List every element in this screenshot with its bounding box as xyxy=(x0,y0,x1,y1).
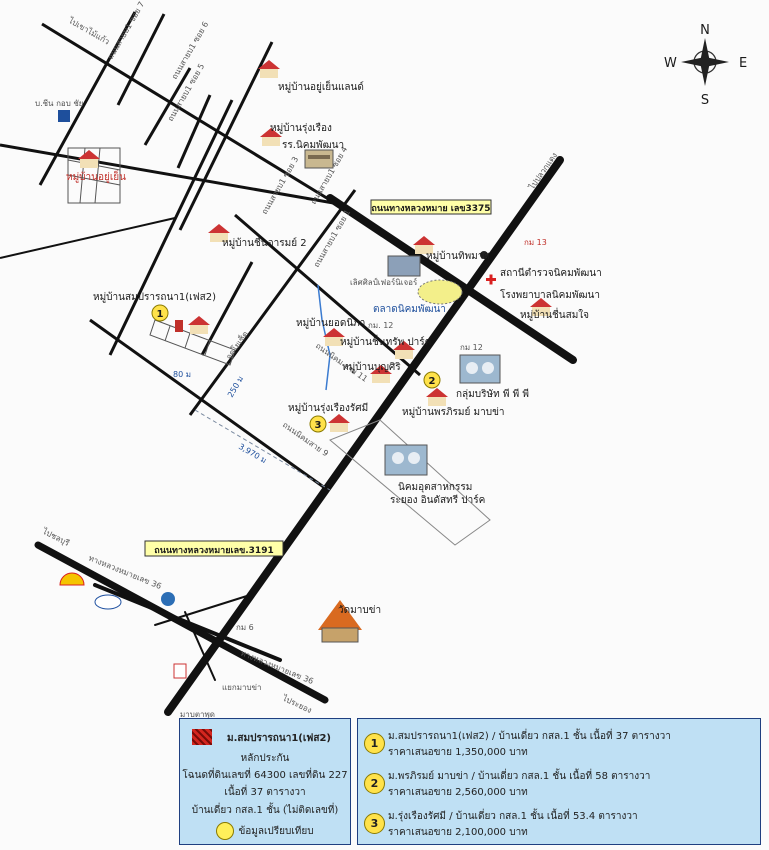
label-bachin: บ.ชีน กอบ ชัย xyxy=(35,99,83,108)
minor-roads xyxy=(0,11,421,490)
marker-km13: กม 13 xyxy=(524,238,547,247)
label-industrial-2: ระยอง อินดัสทรี ปาร์ค xyxy=(390,494,485,506)
legend-num-1: 1 xyxy=(364,733,385,754)
subject-line5: บ้านเดี่ยว กสล.1 ชั้น (ไม่ติดเลขที่) xyxy=(191,805,339,816)
legend-num-3: 3 xyxy=(364,813,385,834)
legend-row-3-line2: ราคาเสนอขาย 2,100,000 บาท xyxy=(388,827,528,838)
label-temple: วัดมาบข่า xyxy=(338,605,381,616)
gas-station-icon xyxy=(173,663,187,679)
comparable-marker-1: 1 xyxy=(151,304,169,322)
label-market: ตลาดนิคมพัฒนา xyxy=(373,304,446,315)
label-police: สถานีตำรวจนิคมพัฒนา xyxy=(500,267,602,279)
road-3375-label: ถนนทางหลวงหมาย เลข3375 xyxy=(371,204,490,214)
legend-num-2: 2 xyxy=(364,773,385,794)
label-soi3: ถนนสายบ1 ซอย 3 xyxy=(260,155,300,216)
subject-legend-box: ม.สมปรารถนา1(เฟส2) หลักประกัน โฉนดที่ดิน… xyxy=(179,718,351,845)
comparable-marker-2: 2 xyxy=(423,371,441,389)
label-hospital: โรงพยาบาลนิคมพัฒนา xyxy=(500,288,600,301)
label-ban-yotnikha: หมู่บ้านยอดนิภา xyxy=(296,317,365,329)
label-ban-chuen2: หมู่บ้านชื่นอารมย์ 2 xyxy=(222,235,307,249)
main-highways xyxy=(34,156,577,716)
hospital-cross-icon xyxy=(486,274,496,285)
road-3191-label: ถนนทางหลวงหมายเลข.3191 xyxy=(154,546,273,556)
marker-2-label: 2 xyxy=(429,376,436,387)
label-soi7: ถนนสายบ1 ซอย 7 xyxy=(106,0,146,61)
subject-line4: เนื้อที่ 37 ตารางวา xyxy=(224,787,306,798)
legend-row-2-line2: ราคาเสนอขาย 2,560,000 บาท xyxy=(388,787,528,798)
label-mapta: มาบตาพุด xyxy=(180,710,215,719)
industrial-park-icon xyxy=(384,444,428,476)
label-industrial-1: นิคมอุตสาหกรรม xyxy=(398,482,472,493)
label-ban-prakrit: หมู่บ้านพรภิรมย์ มาบข่า xyxy=(402,406,505,418)
temple-icon xyxy=(318,600,362,643)
label-route-36-lower: ทางหลวงหมายเลข 36 xyxy=(239,649,315,686)
subject-line6: ข้อมูลเปรียบเทียบ xyxy=(238,826,314,837)
label-ban-somprathana: หมู่บ้านสมปรารถนา1(เฟส2) xyxy=(93,291,216,303)
school-building-icon xyxy=(304,149,334,169)
marker-1-label: 1 xyxy=(157,309,164,320)
label-ban-yuyen: หมู่บ้านอยู่เย็น xyxy=(66,169,126,183)
label-ban-rungrueang: หมู่บ้านรุ่งเรือง xyxy=(270,122,332,134)
subject-plot-marker xyxy=(175,320,183,332)
label-ban-chuensomjai: หมู่บ้านชื่นสมใจ xyxy=(520,307,589,321)
factory-ppp-icon xyxy=(459,354,501,384)
bank-icon xyxy=(58,110,70,122)
shell-logo-icon xyxy=(59,572,85,586)
marker-km12: กม. 12 xyxy=(368,321,393,330)
legend-row-1-line2: ราคาเสนอขาย 1,350,000 บาท xyxy=(388,747,528,758)
marker-3-label: 3 xyxy=(315,420,322,431)
esso-logo-icon xyxy=(94,594,122,610)
label-mapkha-jn: แยกมาบข่า xyxy=(222,683,262,692)
label-junction: จุดโยเซ็ต xyxy=(223,329,250,361)
subject-line6-row: ข้อมูลเปรียบเทียบ xyxy=(180,822,350,840)
industrial-zone-outline xyxy=(329,419,491,546)
legend-row-1-line1: ม.สมปรารถนา1(เฟส2) / บ้านเดี่ยว กสล.1 ชั… xyxy=(388,731,671,742)
compass-e: E xyxy=(739,56,747,71)
plot-grid xyxy=(67,147,236,366)
house-icons xyxy=(78,60,552,432)
compass-rose-icon: N S E W xyxy=(664,23,747,108)
distance-250: 250 ม xyxy=(226,375,245,399)
marker-km12b: กม 12 xyxy=(460,343,483,352)
label-ban-asia: หมู่บ้านอยู่เย็นแลนด์ xyxy=(278,79,364,93)
subject-line3: โฉนดที่ดินเลขที่ 64300 เลขที่ดิน 227 xyxy=(182,770,348,781)
compass-n: N xyxy=(700,23,710,38)
compass-s: S xyxy=(701,93,709,108)
subject-swatch-icon xyxy=(192,729,212,745)
legend-row-3-line1: ม.รุ่งเรืองรัศมี / บ้านเดี่ยว กสล.1 ชั้น… xyxy=(388,811,638,822)
police-icon xyxy=(480,251,488,259)
factory-icon xyxy=(387,255,421,277)
comparison-dot-icon xyxy=(216,822,235,840)
label-ban-chuenton: หมู่บ้านชื่นทรัพ ปาร์ค xyxy=(340,334,431,348)
distance-line xyxy=(194,409,331,491)
distance-80: 80 ม xyxy=(173,370,191,379)
label-school: รร.นิคมพัฒนา xyxy=(282,140,344,151)
label-ban-thipmat: หมู่บ้านทิพมาศ xyxy=(426,250,490,262)
marker-km6: กม 6 xyxy=(236,623,254,632)
comparables-legend-box: 1 ม.สมปรารถนา1(เฟส2) / บ้านเดี่ยว กสล.1 … xyxy=(357,718,761,845)
label-factory-ppp: กลุ่มบริษัท พี พี พี xyxy=(456,388,529,400)
label-ban-bunsiri: หมู่บ้านบุญศิริ xyxy=(342,361,401,373)
subject-line2: หลักประกัน xyxy=(240,753,290,764)
label-to-rayong: ไประยอง xyxy=(280,693,313,715)
road-3375-callout: ถนนทางหลวงหมาย เลข3375 xyxy=(370,199,492,215)
market-area-icon xyxy=(417,279,463,305)
road-3191-callout: ถนนทางหลวงหมายเลข.3191 xyxy=(144,540,284,557)
label-ban-ruengrat: หมู่บ้านรุ่งเรืองรัศมี xyxy=(288,402,368,414)
comparable-marker-3: 3 xyxy=(309,415,327,433)
label-soi6: ถนนสายบ1 ซอย 6 xyxy=(170,20,210,81)
compass-w: W xyxy=(664,56,677,71)
legend-row-2-line1: ม.พรภิรมย์ มาบข่า / บ้านเดี่ยว กสล.1 ชั้… xyxy=(388,771,651,782)
subject-title: ม.สมปรารถนา1(เฟส2) xyxy=(227,733,331,744)
pt-station-icon xyxy=(161,592,175,606)
label-lotus: เลิศศิลป์เฟอร์นิเจอร์ xyxy=(350,277,418,287)
